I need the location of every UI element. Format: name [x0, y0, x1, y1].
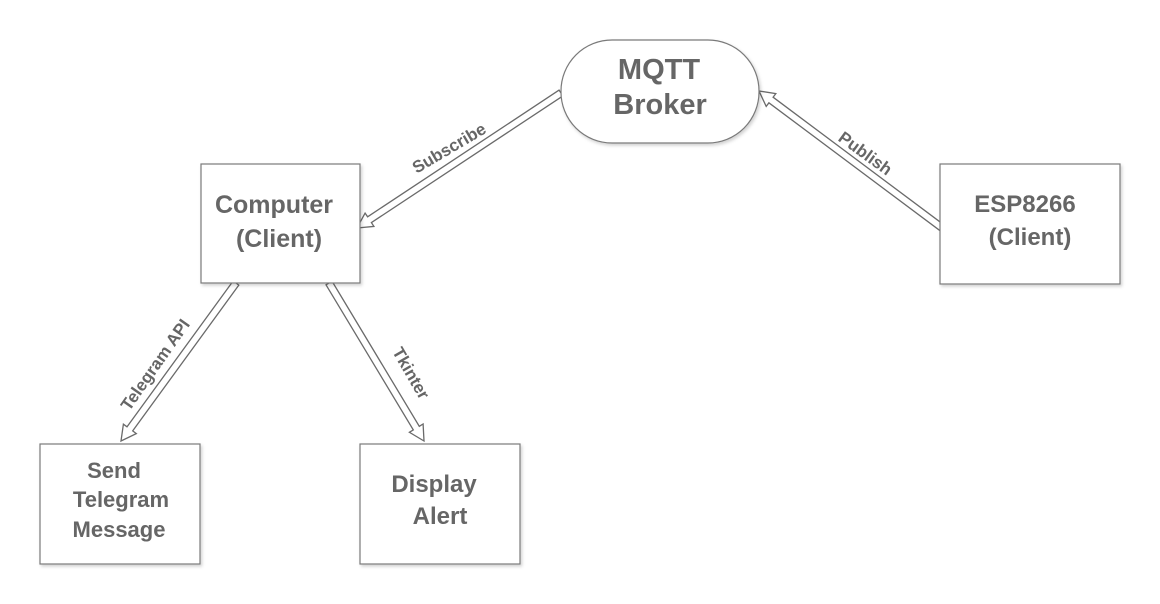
alert-line-1: Display — [391, 471, 477, 498]
esp-line-1: ESP8266 — [974, 191, 1075, 218]
esp-line-2: (Client) — [989, 224, 1072, 251]
alert-line-2: Alert — [413, 503, 468, 530]
computer-line-2: (Client) — [236, 225, 322, 253]
telegram-line-2: Telegram — [73, 487, 169, 512]
send-telegram-node: Send Telegram Message — [39, 443, 201, 565]
computer-client-node: Computer (Client) — [200, 163, 361, 284]
telegram-line-3: Message — [73, 517, 166, 542]
esp8266-client-node: ESP8266 (Client) — [939, 163, 1121, 285]
tkinter-arrow — [325, 280, 425, 443]
subscribe-arrow — [355, 89, 564, 229]
mqtt-broker-node: MQTT Broker — [560, 39, 760, 144]
broker-line-1: MQTT — [618, 54, 700, 86]
computer-line-1: Computer — [215, 191, 333, 219]
telegram-api-arrow — [120, 279, 240, 443]
broker-line-2: Broker — [613, 89, 707, 121]
display-alert-node: Display Alert — [359, 443, 521, 565]
telegram-line-1: Send — [87, 458, 141, 483]
publish-arrow — [757, 90, 957, 240]
